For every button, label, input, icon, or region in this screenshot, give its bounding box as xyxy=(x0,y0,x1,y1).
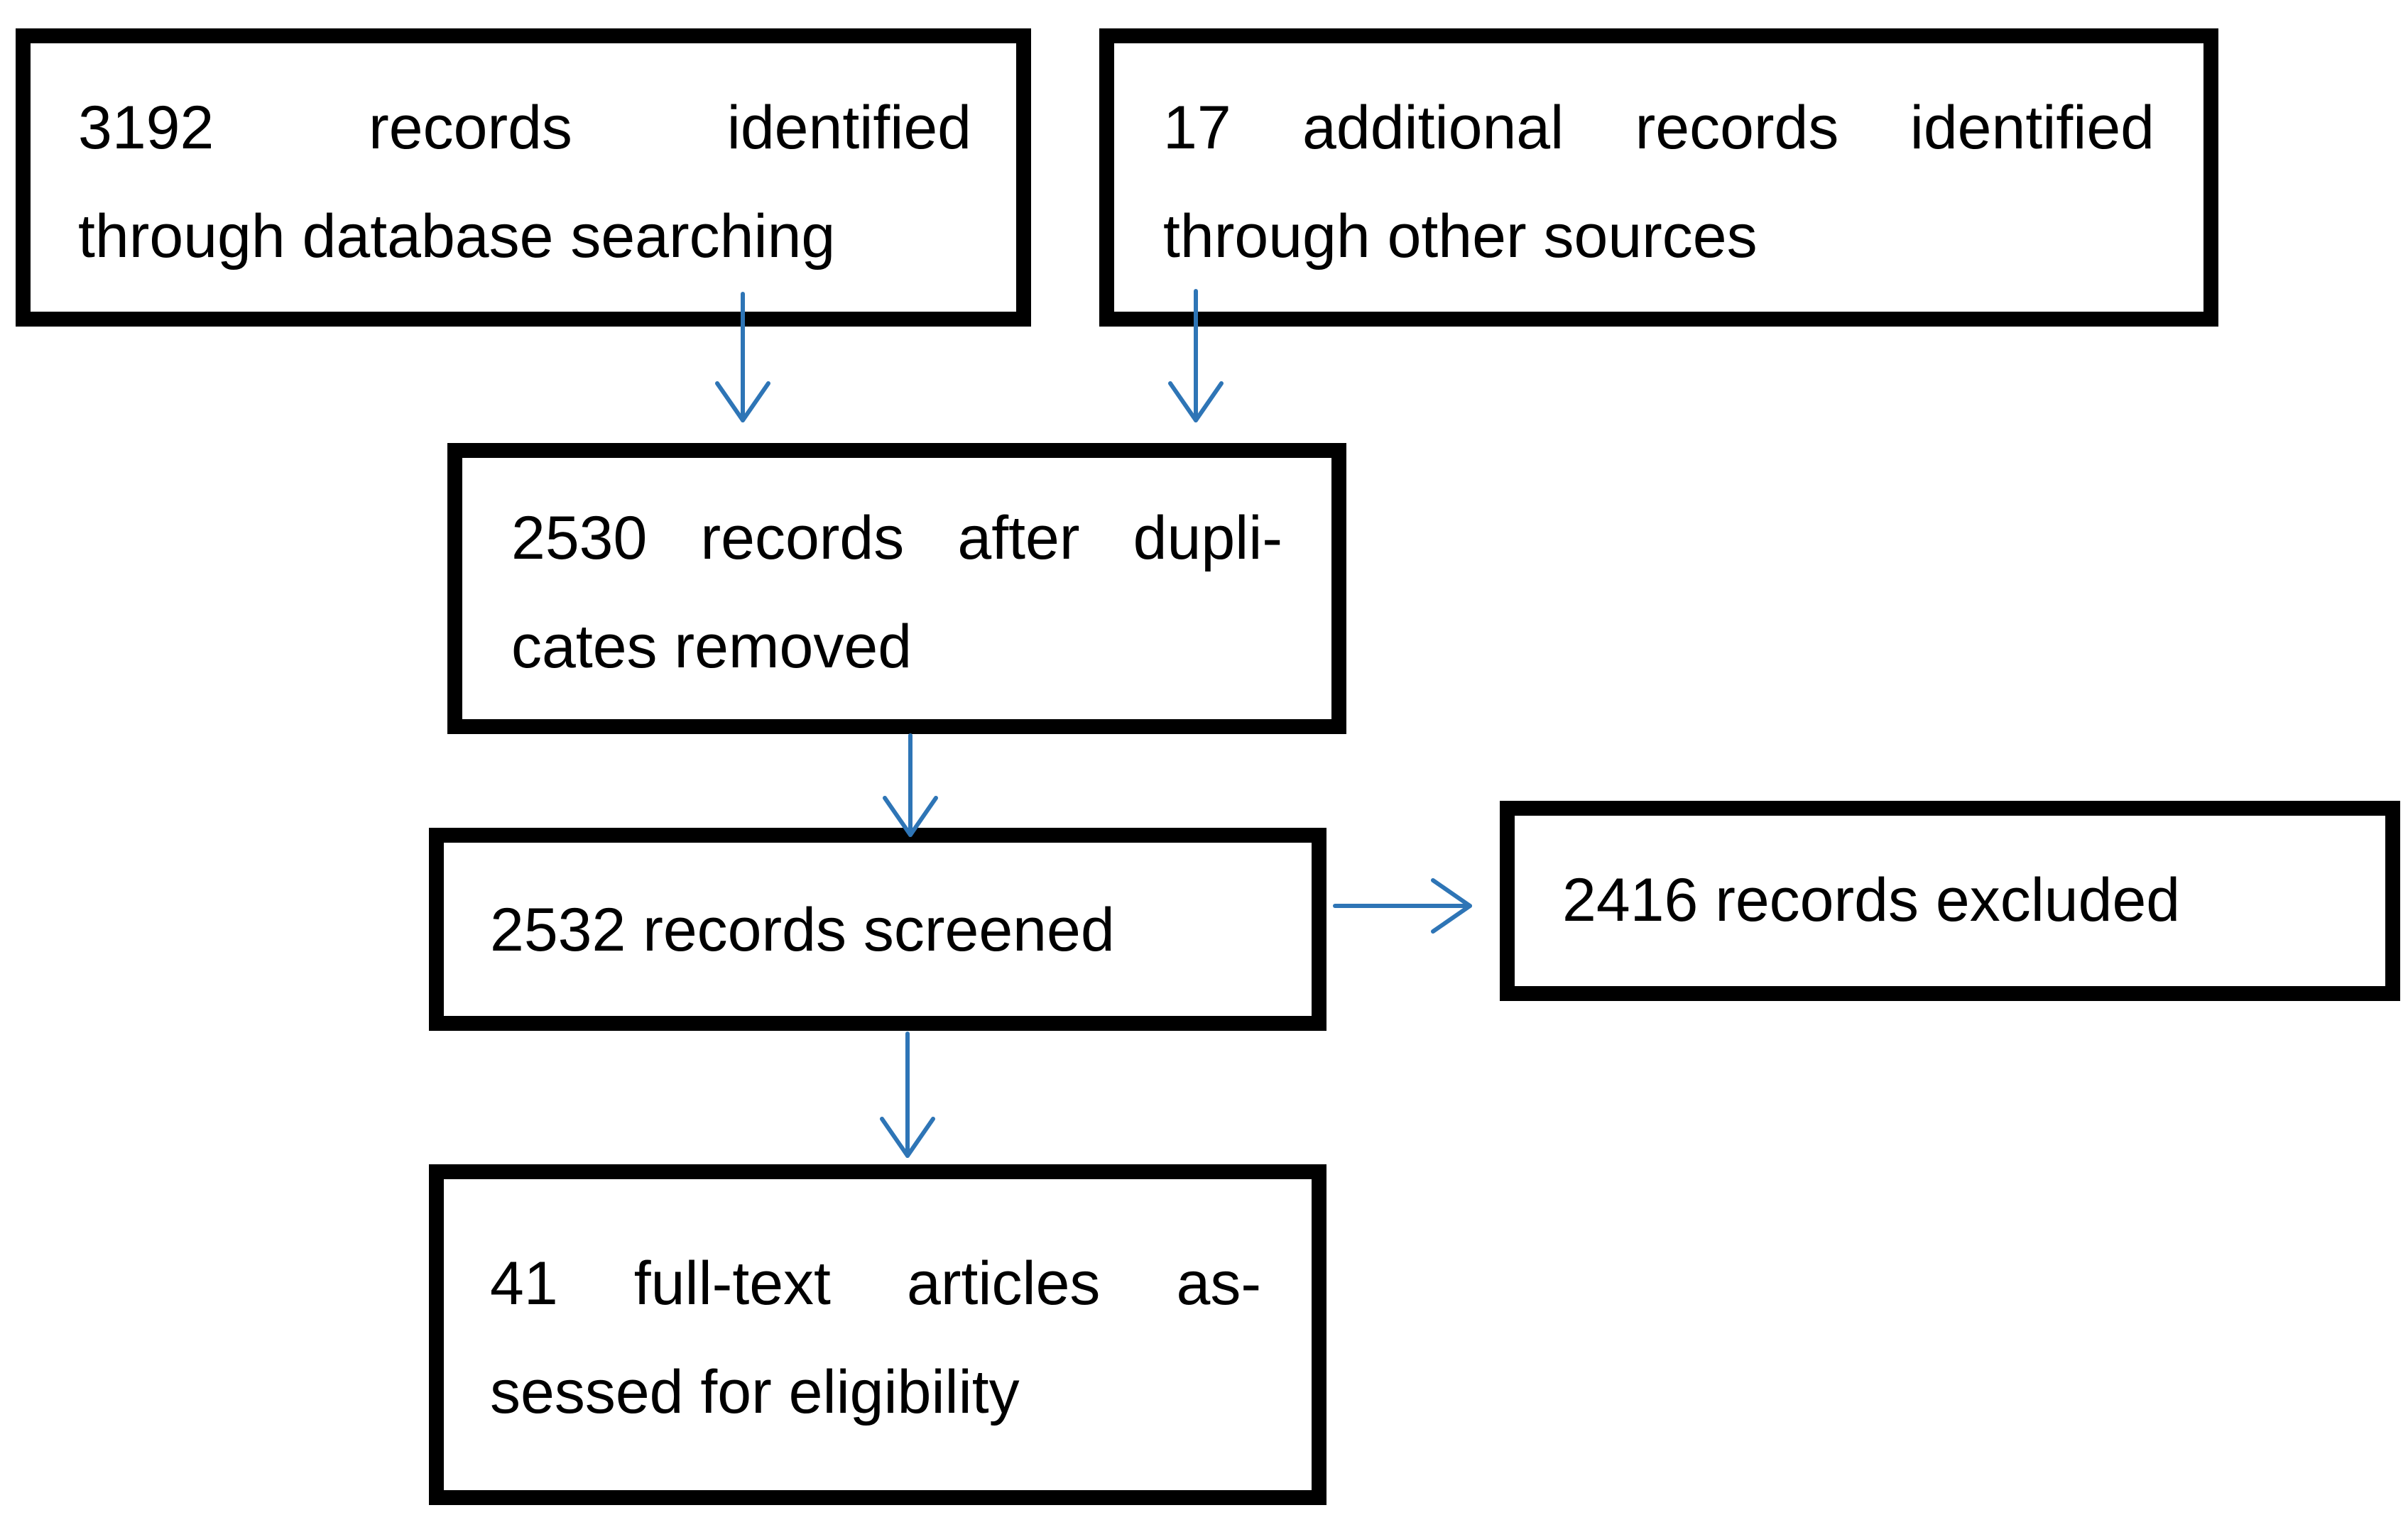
node-other-sources-text: 17 additional records identified through… xyxy=(1163,74,2154,291)
node-screened-line1: 2532 records screened xyxy=(490,896,1115,964)
node-database-search xyxy=(16,28,1031,327)
arrow-duplicates-to-screened xyxy=(883,733,938,837)
arrow-screened-to-full-text xyxy=(880,1032,935,1158)
node-database-search-line1: 3192 records identified xyxy=(78,94,971,162)
node-database-search-text: 3192 records identified through database… xyxy=(78,74,971,291)
node-other-sources-line2: through other sources xyxy=(1163,202,1758,270)
node-other-sources xyxy=(1099,28,2218,327)
node-duplicates-removed-line1: 2530 records after dupli- xyxy=(511,504,1282,572)
node-duplicates-removed-line2: cates removed xyxy=(511,613,912,681)
node-screened xyxy=(429,828,1326,1031)
node-full-text xyxy=(429,1164,1326,1505)
node-full-text-text: 41 full-text articles as- sessed for eli… xyxy=(490,1230,1261,1447)
arrow-database-to-duplicates xyxy=(715,292,770,422)
arrow-screened-to-excluded xyxy=(1333,878,1472,934)
node-duplicates-removed xyxy=(447,443,1346,734)
node-database-search-line2: through database searching xyxy=(78,202,836,270)
node-full-text-line1: 41 full-text articles as- xyxy=(490,1249,1261,1318)
arrow-other-sources-to-duplicates xyxy=(1168,289,1224,422)
node-full-text-line2: sessed for eligibility xyxy=(490,1358,1020,1426)
node-duplicates-removed-text: 2530 records after dupli- cates removed xyxy=(511,484,1282,701)
node-excluded xyxy=(1500,801,2400,1001)
node-screened-text: 2532 records screened xyxy=(490,876,1115,985)
node-excluded-text: 2416 records excluded xyxy=(1562,846,2180,955)
node-excluded-line1: 2416 records excluded xyxy=(1562,866,2181,934)
node-other-sources-line1: 17 additional records identified xyxy=(1163,94,2154,162)
